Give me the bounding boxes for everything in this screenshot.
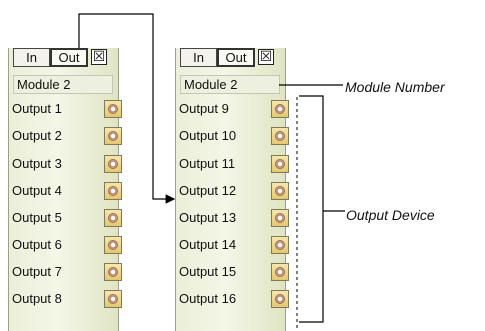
right-out-tab[interactable]: Out: [217, 48, 255, 67]
left-output-row-2: Output 2: [9, 124, 122, 150]
right-output-label-3: Output 11: [179, 156, 236, 171]
left-output-label-6: Output 6: [12, 237, 62, 252]
output-jack-icon[interactable]: [271, 209, 289, 227]
left-in-tab[interactable]: In: [13, 48, 50, 67]
right-output-row-7: Output 15: [176, 260, 289, 286]
right-output-row-8: Output 16: [176, 287, 289, 313]
output-jack-icon[interactable]: [104, 155, 122, 173]
left-output-label-5: Output 5: [12, 210, 62, 225]
right-output-label-5: Output 13: [179, 210, 237, 225]
right-close-icon[interactable]: ☒: [258, 48, 274, 65]
right-output-panel: In Out ☒ Module 2 Output 9 Output 10 Out…: [175, 48, 289, 331]
output-jack-icon[interactable]: [104, 236, 122, 254]
left-output-label-2: Output 2: [12, 128, 62, 143]
output-jack-icon[interactable]: [271, 290, 289, 308]
output-jack-icon[interactable]: [104, 127, 122, 145]
right-output-row-6: Output 14: [176, 233, 289, 259]
left-module-label: Module 2: [13, 75, 113, 94]
right-in-tab[interactable]: In: [180, 48, 217, 67]
right-output-row-3: Output 11: [176, 152, 289, 178]
right-output-row-2: Output 10: [176, 124, 289, 150]
left-output-label-7: Output 7: [12, 264, 62, 279]
left-close-icon[interactable]: ☒: [91, 48, 107, 65]
right-output-row-4: Output 12: [176, 179, 289, 205]
right-output-row-1: Output 9: [176, 97, 289, 123]
left-output-panel: In Out ☒ Module 2 Output 1 Output 2 Outp…: [8, 48, 122, 331]
left-output-row-3: Output 3: [9, 152, 122, 178]
output-device-bracket: [299, 95, 324, 323]
left-output-label-1: Output 1: [12, 101, 62, 116]
left-output-row-8: Output 8: [9, 287, 122, 313]
right-output-row-5: Output 13: [176, 206, 289, 232]
left-out-tab[interactable]: Out: [50, 48, 88, 67]
output-jack-icon[interactable]: [104, 182, 122, 200]
right-output-label-8: Output 16: [179, 291, 237, 306]
output-jack-icon[interactable]: [104, 209, 122, 227]
output-jack-icon[interactable]: [271, 182, 289, 200]
output-jack-icon[interactable]: [271, 100, 289, 118]
output-device-annotation: Output Device: [346, 207, 435, 223]
output-jack-icon[interactable]: [271, 127, 289, 145]
left-output-row-7: Output 7: [9, 260, 122, 286]
right-output-label-2: Output 10: [179, 128, 237, 143]
right-output-label-7: Output 15: [179, 264, 237, 279]
output-jack-icon[interactable]: [271, 155, 289, 173]
right-output-label-1: Output 9: [179, 101, 229, 116]
output-jack-icon[interactable]: [104, 290, 122, 308]
output-jack-icon[interactable]: [104, 100, 122, 118]
right-output-label-6: Output 14: [179, 237, 237, 252]
output-jack-icon[interactable]: [271, 263, 289, 281]
module-number-annotation: Module Number: [345, 79, 445, 95]
left-output-row-1: Output 1: [9, 97, 122, 123]
left-output-label-3: Output 3: [12, 156, 62, 171]
left-output-row-4: Output 4: [9, 179, 122, 205]
right-output-label-4: Output 12: [179, 183, 237, 198]
left-output-row-6: Output 6: [9, 233, 122, 259]
left-output-label-4: Output 4: [12, 183, 62, 198]
output-jack-icon[interactable]: [271, 236, 289, 254]
left-output-row-5: Output 5: [9, 206, 122, 232]
left-output-label-8: Output 8: [12, 291, 62, 306]
right-module-label: Module 2: [180, 75, 280, 94]
output-jack-icon[interactable]: [104, 263, 122, 281]
